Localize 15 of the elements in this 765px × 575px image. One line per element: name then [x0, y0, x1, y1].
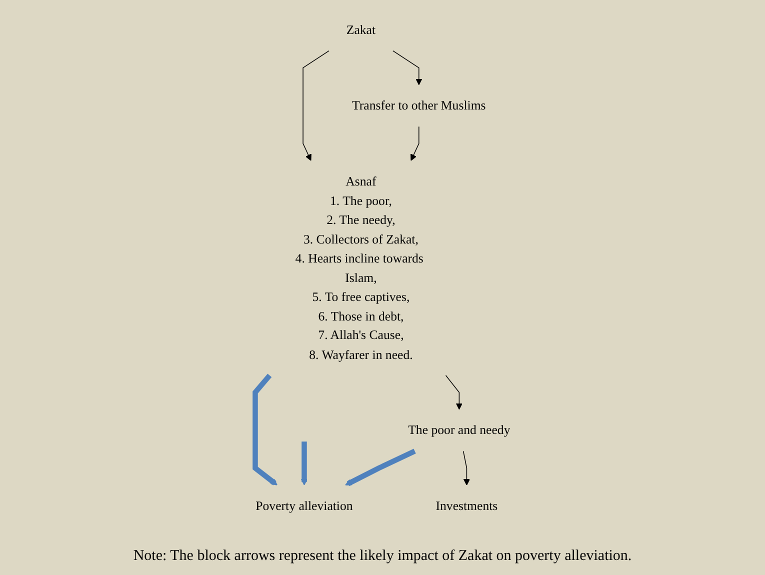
node-text: Poverty alleviation — [255, 498, 352, 513]
arrow — [444, 374, 462, 410]
arrow — [302, 50, 329, 160]
arrow — [344, 448, 416, 486]
node-text: Asnaf 1. The poor, 2. The needy, 3. Collectors of Zakat, 4. Hearts incline towards Islam, 5. To free captives, 6. Those in debt, 7. Allah's Cause, 8. Wayfarer in need. — [294, 174, 423, 361]
node-text: Transfer to other Muslims — [352, 98, 486, 112]
arrow — [392, 50, 422, 85]
node-text: Investments — [435, 498, 498, 513]
node-text: Zakat — [346, 22, 376, 36]
arrow — [462, 450, 470, 485]
arrow — [252, 373, 278, 485]
node-text: The poor and needy — [408, 422, 510, 437]
arrow — [410, 126, 419, 160]
caption: Note: The block arrows represent the likely impact of Zakat on poverty alleviation. — [133, 548, 632, 565]
arrow — [300, 441, 308, 485]
